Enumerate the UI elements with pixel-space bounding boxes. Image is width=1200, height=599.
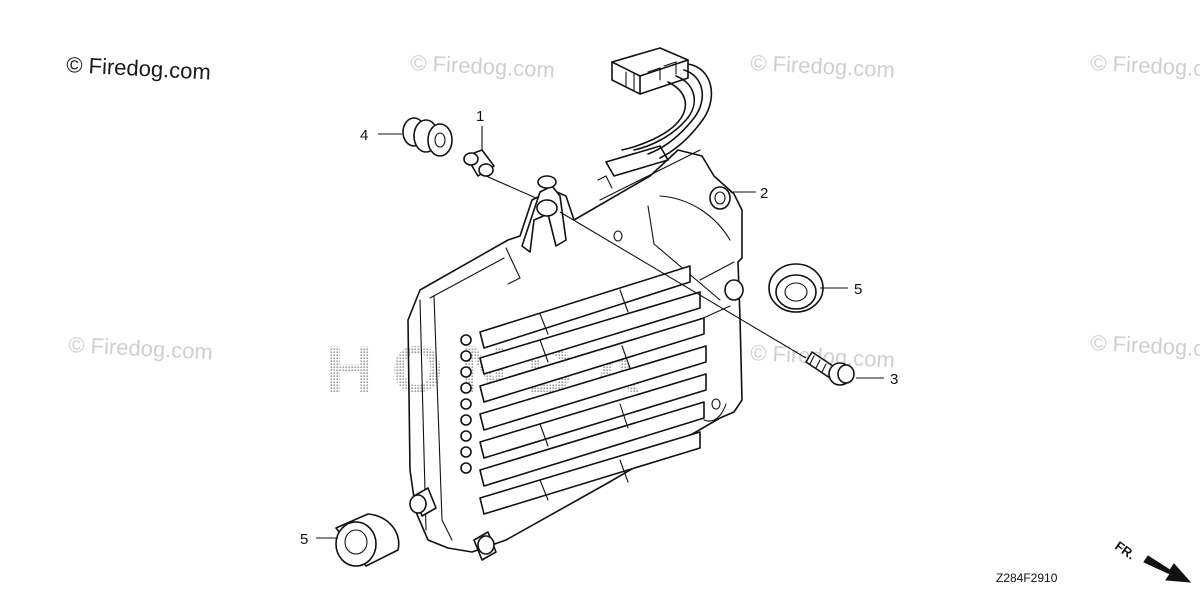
side-pegs: [460, 334, 472, 474]
callout-2: 2: [760, 185, 768, 202]
callout-3: 3: [890, 371, 898, 388]
front-indicator: FR.: [1112, 538, 1192, 583]
part-5-lower-grommet: [335, 513, 400, 567]
callout-5-upper: 5: [854, 281, 862, 298]
watermark-faint-6: © Firedog.com: [1090, 330, 1200, 363]
diagram-code: Z284F2910: [996, 571, 1058, 585]
callout-4: 4: [360, 127, 368, 144]
cooling-fins: [479, 265, 707, 515]
cover-body: [407, 149, 744, 553]
part-1-collar: [463, 149, 495, 177]
watermark-main: © Firedog.com: [66, 52, 212, 85]
front-arrow-icon: [1143, 555, 1192, 583]
callout-5-lower: 5: [300, 531, 308, 548]
leader-lines: [316, 126, 884, 539]
watermark-faint-4: © Firedog.com: [68, 332, 214, 365]
watermark-faint-3: © Firedog.com: [1090, 50, 1200, 83]
wire-harness: [597, 47, 713, 189]
front-indicator-label: FR.: [1112, 538, 1138, 562]
part-5-upper-grommet: [768, 263, 824, 313]
part-3-bolt: [805, 351, 855, 386]
watermark-faint-2: © Firedog.com: [750, 50, 896, 83]
part-4-grommet: [402, 117, 453, 157]
mount-bosses: [409, 487, 497, 561]
watermark-faint-1: © Firedog.com: [410, 50, 556, 83]
callout-1: 1: [476, 108, 484, 125]
